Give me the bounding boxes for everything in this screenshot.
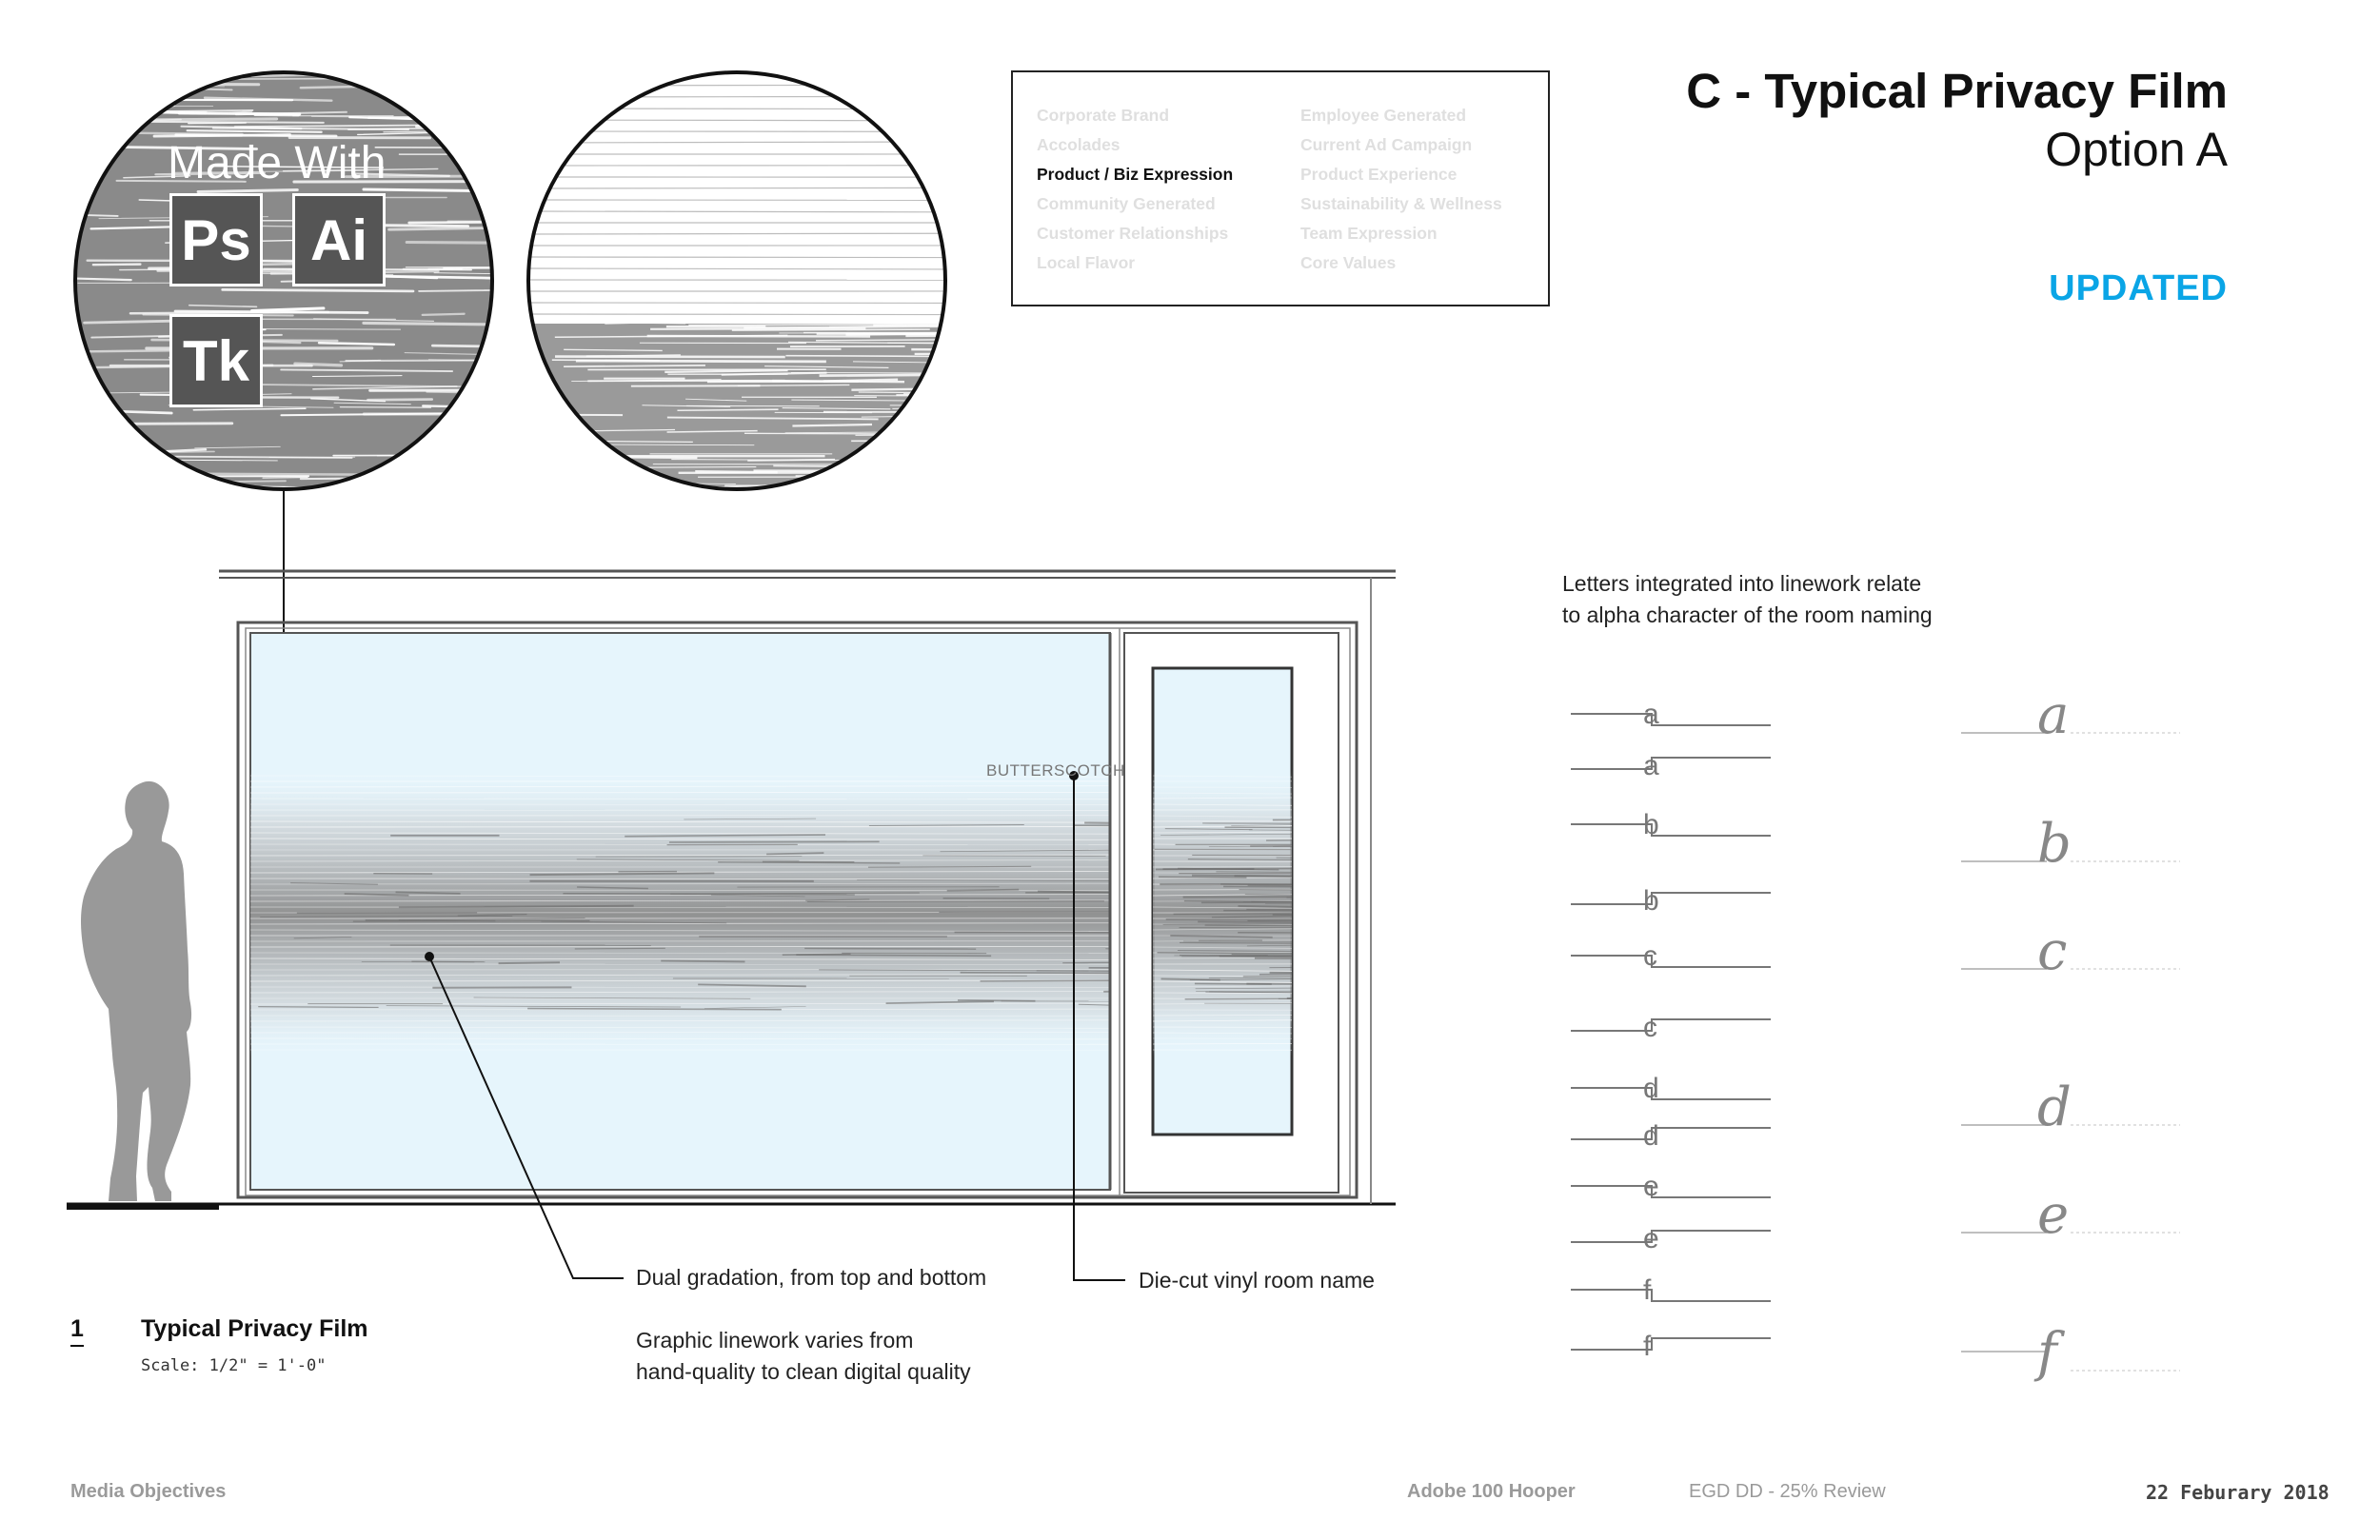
footer-review: EGD DD - 25% Review <box>1689 1481 1886 1502</box>
footer-project: Adobe 100 Hooper <box>1407 1481 1576 1502</box>
linework-letter: a <box>1643 699 1659 730</box>
linework-letter: b <box>1643 809 1659 840</box>
annotation-letters-1: Letters integrated into linework relate <box>1562 571 1922 596</box>
human-scale-figure <box>81 780 192 1201</box>
script-letter: f <box>2033 1322 2066 1384</box>
legend-item: Team Expression <box>1300 224 1438 243</box>
linework-letter: e <box>1643 1223 1659 1254</box>
linework-letter: b <box>1643 885 1659 917</box>
glass-panel-with-film <box>249 628 1121 1195</box>
legend-item: Current Ad Campaign <box>1300 135 1473 154</box>
figure-scale: Scale: 1/2" = 1'-0" <box>141 1356 327 1375</box>
annotation-letters-2: to alpha character of the room naming <box>1562 602 1933 627</box>
made-with-label: Made With <box>168 138 387 188</box>
annotation-linework-2: hand-quality to clean digital quality <box>636 1359 971 1384</box>
script-letter: c <box>2037 920 2067 982</box>
room-name-vinyl: BUTTERSCOTCH <box>986 761 1125 780</box>
footer-section: Media Objectives <box>70 1481 227 1502</box>
linework-letter: c <box>1643 1012 1657 1043</box>
badge-label-tk: Tk <box>182 328 250 393</box>
script-letter: e <box>2037 1184 2069 1246</box>
legend-item: Local Flavor <box>1037 253 1136 272</box>
illustrator-logo-icon: Ai <box>292 193 386 286</box>
badge-label-ai: Ai <box>310 207 367 272</box>
door-elevation <box>1123 632 1339 1194</box>
page-subtitle: Option A <box>2045 123 2228 176</box>
annotation-vinyl: Die-cut vinyl room name <box>1139 1268 1375 1293</box>
footer-date: 22 Feburary 2018 <box>2146 1481 2330 1504</box>
wall-elevation <box>67 569 1396 1210</box>
legend-item: Employee Generated <box>1300 106 1467 125</box>
linework-letter: d <box>1643 1120 1659 1152</box>
badge-label-ps: Ps <box>181 207 251 272</box>
page-title: C - Typical Privacy Film <box>1686 64 2228 118</box>
legend-item: Product Experience <box>1300 165 1458 184</box>
legend-item: Community Generated <box>1037 194 1216 213</box>
legend-item: Customer Relationships <box>1037 224 1229 243</box>
annotation-gradation: Dual gradation, from top and bottom <box>636 1265 987 1290</box>
script-letter: d <box>2037 1076 2072 1138</box>
photoshop-logo-icon: Ps <box>169 193 263 286</box>
figure-title: Typical Privacy Film <box>141 1315 368 1342</box>
legend-item: Product / Biz Expression <box>1037 165 1234 184</box>
linework-letter: f <box>1643 1331 1652 1362</box>
legend-item: Corporate Brand <box>1037 106 1170 125</box>
legend-item: Accolades <box>1037 135 1121 154</box>
legend-item: Core Values <box>1300 253 1397 272</box>
status-badge: UPDATED <box>2049 268 2228 308</box>
linework-letter: d <box>1643 1073 1659 1104</box>
linework-letter: a <box>1643 750 1659 781</box>
linework-letter: e <box>1643 1171 1659 1202</box>
script-letter: b <box>2037 813 2072 875</box>
linework-letter: f <box>1643 1274 1652 1306</box>
legend-item: Sustainability & Wellness <box>1300 194 1502 213</box>
typekit-logo-icon: Tk <box>169 314 263 407</box>
script-letter: a <box>2037 684 2069 746</box>
linework-letter: c <box>1643 940 1657 972</box>
figure-number: 1 <box>70 1315 84 1347</box>
annotation-linework-1: Graphic linework varies from <box>636 1328 914 1352</box>
